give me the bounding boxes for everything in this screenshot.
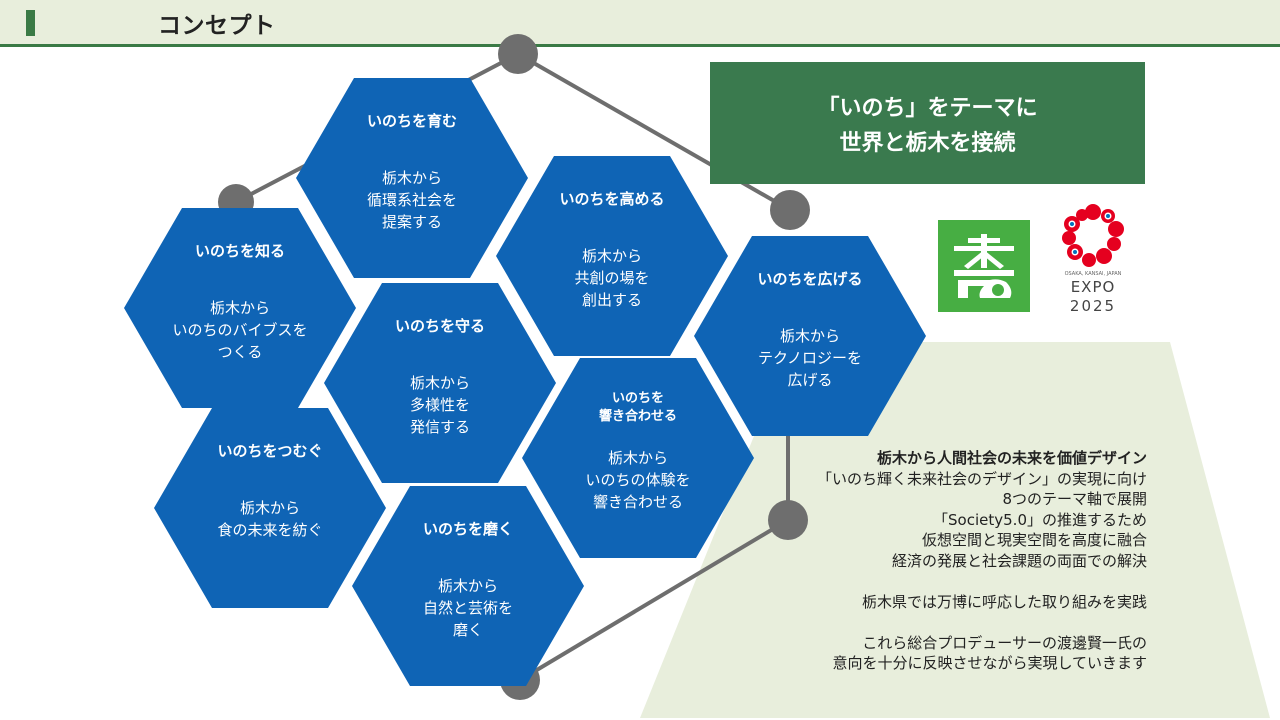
hex-title: いのちを磨く [422, 520, 513, 538]
hex-title: いのちを知る [194, 242, 285, 260]
hex-title: いのちを高める [559, 190, 665, 208]
theme-line-2: 世界と栃木を接続 [839, 131, 1016, 156]
hex-title: いのちを育む [366, 112, 457, 130]
hex-body: 栃木から多様性を発信する [409, 374, 470, 436]
hex-title: いのちを広げる [757, 270, 863, 288]
expo-2025-logo: OSAKA, KANSAI, JAPAN EXPO 2025 [1052, 204, 1134, 322]
hex-body: 栃木からいのちのバイブスをつくる [172, 299, 308, 361]
hex-body: 栃木からいのちの体験を響き合わせる [585, 449, 691, 511]
expo-location-text: OSAKA, KANSAI, JAPAN [1064, 271, 1122, 277]
header-bar [0, 0, 1280, 46]
theme-line-1: 「いのち」をテーマに [817, 96, 1038, 121]
header-rule [0, 44, 1280, 47]
hexagon-hibikiawaseru: いのちを 響き合わせる 栃木からいのちの体験を響き合わせる [522, 358, 754, 558]
hex-body: 栃木から循環系社会を提案する [366, 169, 457, 231]
hex-body: 栃木からテクノロジーを広げる [757, 327, 863, 389]
tochigi-emblem-logo [938, 220, 1030, 312]
hex-body: 栃木から共創の場を創出する [574, 247, 650, 309]
hex-body: 栃木から自然と芸術を磨く [422, 577, 513, 639]
description-line: 意向を十分に反映させながら実現していきます [832, 654, 1147, 672]
expo-year: 2025 [1069, 297, 1117, 315]
hexagon-takameru: いのちを高める 栃木から共創の場を創出する [496, 156, 728, 356]
header-accent-mark [26, 10, 35, 36]
description-line: これら総合プロデューサーの渡邊賢一氏の [862, 633, 1147, 652]
network-node [770, 190, 810, 230]
expo-wordmark: EXPO [1070, 278, 1116, 296]
description-line: 栃木県では万博に呼応した取り組みを実践 [861, 592, 1147, 611]
description-heading: 栃木から人間社会の未来を価値デザイン [876, 449, 1147, 467]
description-line: 「Society5.0」の推進するため [933, 510, 1147, 529]
hex-title: いのちを守る [394, 317, 485, 335]
description-line: 「いのち輝く未来社会のデザイン」の実現に向け [816, 469, 1147, 488]
description-line: 経済の発展と社会課題の両面での解決 [891, 551, 1147, 570]
myaku-myaku-icon [1062, 204, 1124, 267]
hex-title: いのちを 響き合わせる [598, 391, 677, 424]
page-title: コンセプト [158, 13, 276, 39]
description-line: 8つのテーマ軸で展開 [1002, 490, 1147, 508]
concept-description: 栃木から人間社会の未来を価値デザイン 「いのち輝く未来社会のデザイン」の実現に向… [727, 448, 1147, 674]
network-node [768, 500, 808, 540]
hexagon-hirogeru: いのちを広げる 栃木からテクノロジーを広げる [694, 236, 926, 436]
theme-box: 「いのち」をテーマに 世界と栃木を接続 [710, 62, 1145, 184]
hex-title: いのちをつむぐ [217, 442, 323, 460]
tochigi-emblem-icon [954, 234, 1014, 298]
description-line: 仮想空間と現実空間を高度に融合 [921, 531, 1147, 549]
hex-body: 栃木から食の未来を紡ぐ [217, 499, 323, 539]
network-node [498, 34, 538, 74]
